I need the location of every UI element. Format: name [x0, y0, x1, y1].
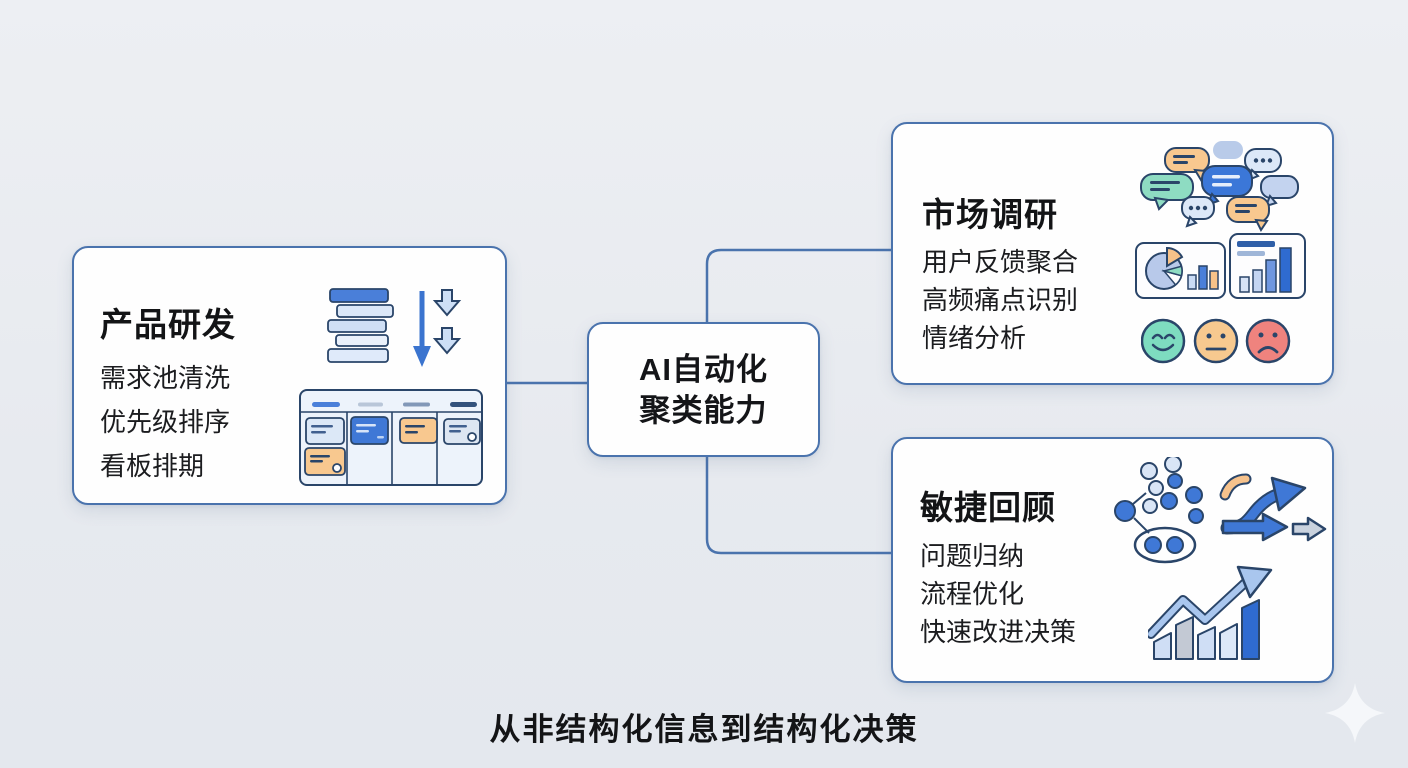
sentiment-faces-icon: [1141, 318, 1291, 364]
node-product-dev: 产品研发 需求池清洗 优先级排序 看板排期: [72, 246, 507, 505]
list-item: 看板排期: [100, 451, 205, 481]
product-dev-items: 需求池清洗 优先级排序 看板排期: [100, 356, 230, 488]
agile-retro-title: 敏捷回顾: [920, 489, 1056, 526]
list-item: 快速改进决策: [920, 617, 1077, 647]
growth-bar-chart-card-icon: [1229, 233, 1306, 299]
list-item: 流程优化: [920, 579, 1025, 609]
sparkle-icon: [1325, 683, 1385, 743]
sentiment-neutral-icon: [1193, 318, 1239, 364]
node-agile-retro: 敏捷回顾 问题归纳 流程优化 快速改进决策: [891, 437, 1334, 683]
cluster-scatter-icon: [1114, 457, 1204, 564]
backlog-stack-icon: [327, 288, 462, 367]
kanban-board-icon: [299, 389, 483, 486]
list-item: 优先级排序: [100, 407, 231, 437]
list-item: 情绪分析: [922, 323, 1027, 353]
priority-sort-arrows-icon: [413, 289, 462, 367]
list-item: 高频痛点识别: [922, 285, 1079, 315]
market-research-title: 市场调研: [922, 196, 1058, 233]
ai-node-line2: 聚类能力: [639, 392, 768, 428]
list-item: 问题归纳: [920, 541, 1025, 571]
diagram-caption: 从非结构化信息到结构化决策: [489, 712, 919, 747]
agile-retro-items: 问题归纳 流程优化 快速改进决策: [920, 537, 1076, 651]
analytics-cards-icon: [1135, 233, 1306, 299]
list-item: 用户反馈聚合: [922, 247, 1079, 277]
node-market-research: 市场调研 用户反馈聚合 高频痛点识别 情绪分析: [891, 122, 1334, 385]
ai-node-line1: AI自动化: [639, 351, 768, 387]
sentiment-sad-icon: [1245, 318, 1291, 364]
market-research-items: 用户反馈聚合 高频痛点识别 情绪分析: [922, 243, 1078, 357]
list-item: 需求池清洗: [100, 363, 231, 393]
growth-trend-icon: [1148, 565, 1273, 660]
pie-bar-chart-card-icon: [1135, 242, 1226, 299]
product-dev-title: 产品研发: [100, 306, 236, 343]
speech-bubbles-icon: [1140, 141, 1299, 232]
node-ai-clustering: AI自动化 聚类能力: [587, 322, 820, 457]
connector-center-to-market: [705, 248, 891, 322]
sentiment-happy-icon: [1141, 318, 1186, 364]
connector-center-to-retro: [705, 457, 891, 555]
branch-arrows-icon: [1219, 473, 1327, 542]
